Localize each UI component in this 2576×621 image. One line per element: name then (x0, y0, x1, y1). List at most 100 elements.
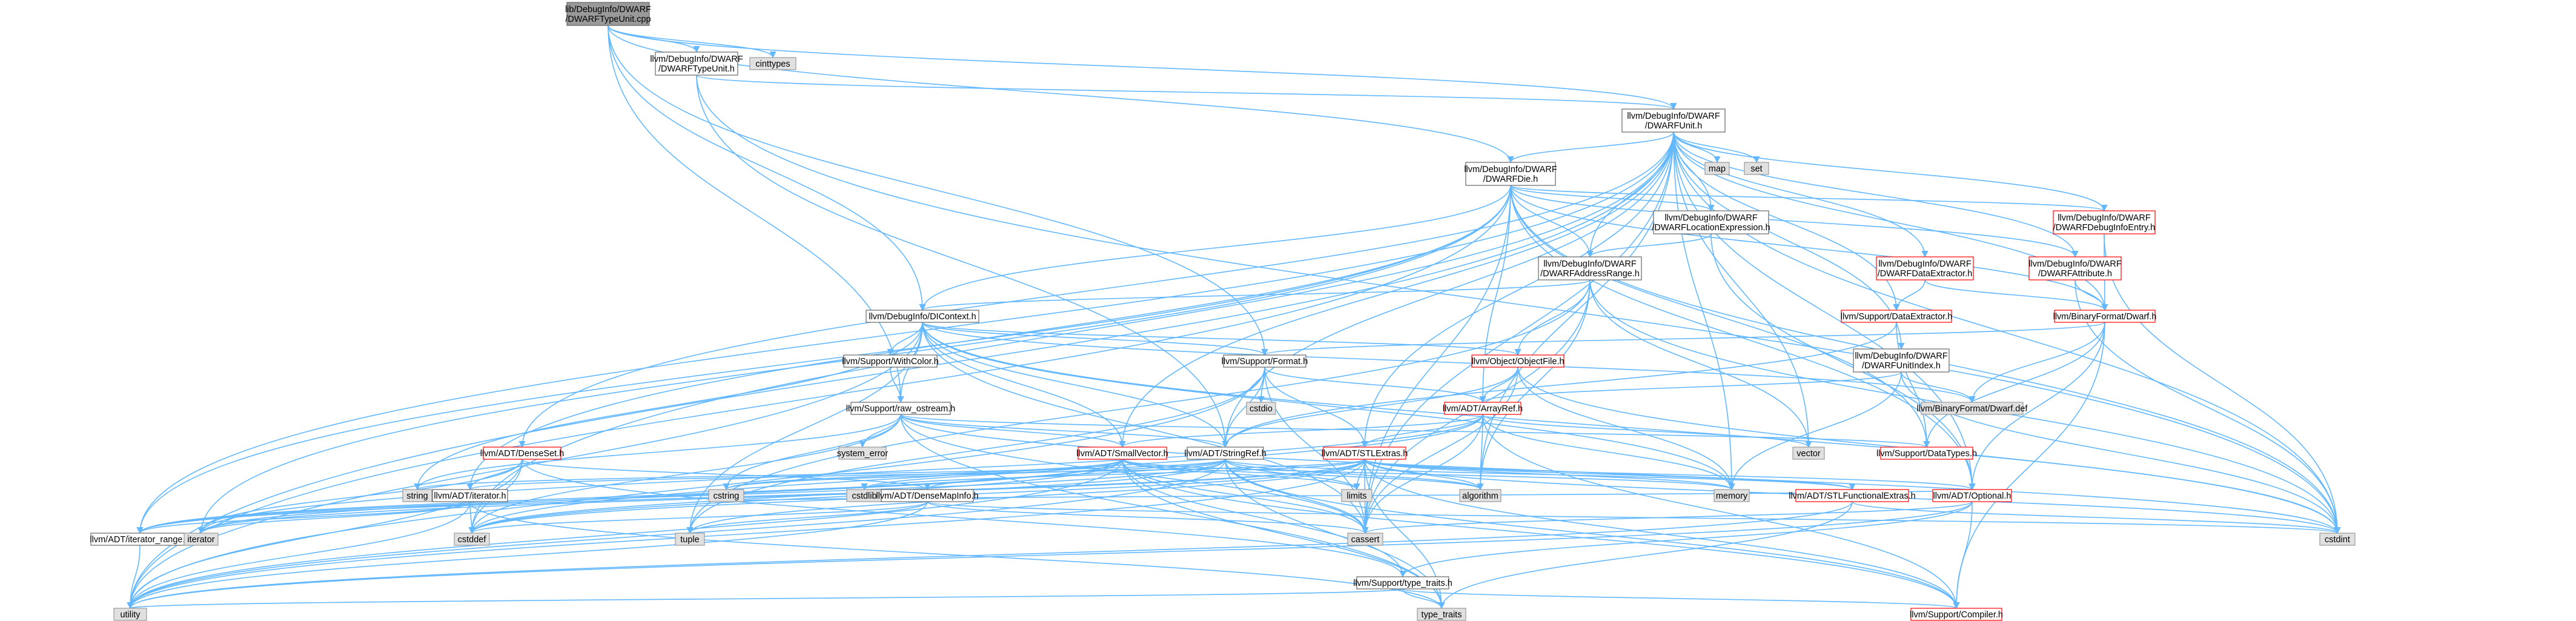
node-box (850, 402, 951, 415)
edge-dwarfh-to-format (1261, 322, 2105, 356)
node-box (708, 489, 744, 502)
node-supportdataextractor[interactable]: llvm/Support/DataExtractor.h (1841, 310, 1953, 323)
node-addrrange[interactable]: llvm/DebugInfo/DWARF/DWARFAddressRange.h (1538, 256, 1642, 281)
node-vector: vector (1792, 447, 1825, 460)
edge-dataextractor_dw-to-supportdataextractor (1893, 279, 1925, 311)
node-label: /DWARFDebugInfoEntry.h (2053, 223, 2155, 233)
edge-stlextras-to-tuple (686, 459, 1365, 534)
node-arrayref[interactable]: llvm/ADT/ArrayRef.h (1443, 402, 1523, 415)
node-adtiterator[interactable]: llvm/ADT/iterator.h (432, 489, 508, 502)
node-label: type_traits (1422, 610, 1462, 620)
node-compiler[interactable]: llvm/Support/Compiler.h (1910, 608, 2003, 621)
edge-supportdataextractor-to-datatypes (1896, 322, 1930, 448)
node-label: llvm/DebugInfo/DWARF (1543, 259, 1637, 269)
edge-typeunit-to-cstdint (696, 75, 2341, 534)
edge-addrrange-to-tuple (686, 279, 1591, 534)
edge-withcolor-to-rawostream (890, 367, 904, 403)
edge-densetset-to-utility (127, 459, 523, 609)
edge-dwarfh-to-datatypes (1923, 322, 2105, 448)
edge-dwarfdie-to-arrayref (1479, 185, 1511, 403)
node-box (1223, 354, 1306, 368)
edge-dwarfunit-to-vector (1673, 131, 1812, 448)
node-box (866, 310, 979, 323)
node-rawostream[interactable]: llvm/Support/raw_ostream.h (846, 402, 956, 415)
node-label: llvm/ADT/ArrayRef.h (1443, 404, 1523, 414)
edge-stlextras-to-utility (127, 459, 1365, 609)
edge-adtiterator-to-cstddef (468, 501, 475, 534)
edge-dwarfdie-to-iteratorrange (136, 185, 1511, 534)
node-label: algorithm (1462, 491, 1498, 501)
node-systemerror: system_error (837, 447, 888, 460)
node-typetraits_h[interactable]: llvm/Support/type_traits.h (1353, 576, 1452, 589)
node-box (1356, 576, 1449, 589)
edge-stringref-to-string (414, 459, 1226, 491)
node-label: llvm/ADT/Optional.h (1933, 491, 2011, 501)
node-root[interactable]: lib/DebugInfo/DWARF/DWARFTypeUnit.cpp (565, 2, 651, 26)
node-attribute[interactable]: llvm/DebugInfo/DWARF/DWARFAttribute.h (2028, 256, 2122, 281)
node-dwarfh[interactable]: llvm/BinaryFormat/Dwarf.h (2053, 310, 2157, 323)
edge-densemapinfo-to-cstdint (927, 501, 2340, 534)
node-unitindex[interactable]: llvm/DebugInfo/DWARF/DWARFUnitIndex.h (1853, 348, 1950, 373)
edge-root-to-dwarfdie (608, 25, 1514, 164)
node-label: llvm/Support/DataExtractor.h (1841, 312, 1953, 322)
edge-optional-to-typetraits_h (1399, 501, 1973, 578)
node-smallvector[interactable]: llvm/ADT/SmallVector.h (1076, 447, 1168, 460)
node-label: llvm/ADT/StringRef.h (1184, 449, 1266, 459)
node-format[interactable]: llvm/Support/Format.h (1222, 354, 1308, 368)
node-label: cstddef (458, 535, 487, 545)
edge-stringref-to-compiler (1225, 459, 1960, 609)
node-label: llvm/DebugInfo/DWARF (1855, 351, 1948, 361)
edge-dwarfunit-to-iteratorrange (136, 131, 1674, 534)
node-label: /DWARFDataExtractor.h (1878, 269, 1973, 279)
node-locexpr[interactable]: llvm/DebugInfo/DWARF/DWARFLocationExpres… (1652, 210, 1770, 234)
edge-attribute-to-cstdint (2074, 279, 2341, 534)
node-box (1653, 210, 1769, 234)
node-utility: utility (113, 608, 147, 621)
node-label: llvm/DebugInfo/DWARF (2058, 213, 2151, 223)
edge-stlextras-to-memory (1364, 459, 1735, 491)
edge-dicontext-to-stringref (922, 322, 1229, 448)
node-stringref[interactable]: llvm/ADT/StringRef.h (1184, 447, 1266, 460)
edge-dwarfdie-to-datatypes (1510, 185, 1930, 448)
edge-dicontext-to-smallvector (922, 322, 1126, 448)
edge-densemapinfo-to-tuple (686, 501, 928, 534)
edge-arrayref-to-vector (1482, 414, 1812, 448)
node-debuginfoentry[interactable]: llvm/DebugInfo/DWARF/DWARFDebugInfoEntry… (2053, 210, 2156, 234)
node-dicontext[interactable]: llvm/DebugInfo/DIContext.h (866, 310, 979, 323)
node-densetset[interactable]: llvm/ADT/DenseSet.h (480, 447, 565, 460)
node-box (1538, 256, 1642, 281)
node-withcolor[interactable]: llvm/Support/WithColor.h (842, 354, 939, 368)
node-box (881, 489, 974, 502)
node-memory: memory (1713, 489, 1750, 502)
node-optional[interactable]: llvm/ADT/Optional.h (1932, 489, 2012, 502)
node-box (1910, 608, 2002, 621)
node-box (566, 2, 650, 26)
node-typeunit[interactable]: llvm/DebugInfo/DWARF/DWARFTypeUnit.h (650, 51, 743, 76)
node-label: llvm/DebugInfo/DIContext.h (869, 312, 976, 322)
node-label: /DWARFTypeUnit.cpp (565, 15, 651, 24)
node-box (1795, 489, 1909, 502)
edge-rawostream-to-stringref (900, 414, 1229, 448)
node-dwarfdie[interactable]: llvm/DebugInfo/DWARF/DWARFDie.h (1464, 162, 1557, 186)
node-label: tuple (680, 535, 699, 545)
edge-densetset-to-densemapinfo (521, 459, 931, 491)
node-cstddef: cstddef (454, 533, 490, 546)
edge-dwarfdie-to-attribute (1510, 185, 2079, 258)
node-stlextras[interactable]: llvm/ADT/STLExtras.h (1322, 447, 1408, 460)
node-datatypes[interactable]: llvm/Support/DataTypes.h (1876, 447, 1977, 460)
node-label: llvm/BinaryFormat/Dwarf.def (1917, 404, 2028, 414)
node-label: llvm/Support/WithColor.h (842, 357, 939, 367)
node-dwarfunit[interactable]: llvm/DebugInfo/DWARF/DWARFUnit.h (1621, 108, 1726, 133)
node-iteratorrange[interactable]: llvm/ADT/iterator_range.h (90, 533, 190, 546)
node-dataextractor_dw[interactable]: llvm/DebugInfo/DWARF/DWARFDataExtractor.… (1876, 256, 1974, 281)
node-densemapinfo[interactable]: llvm/ADT/DenseMapInfo.h (876, 489, 979, 502)
edge-dicontext-to-format (922, 322, 1268, 356)
node-box (1932, 489, 2012, 502)
node-stlfunctional[interactable]: llvm/ADT/STLFunctionalExtras.h (1789, 489, 1916, 502)
node-label: utility (120, 610, 141, 620)
node-box (675, 533, 705, 546)
node-label: llvm/ADT/SmallVector.h (1076, 449, 1168, 459)
edge-densemapinfo-to-utility (127, 501, 928, 609)
node-box (483, 447, 561, 460)
node-objectfile[interactable]: llvm/Object/ObjectFile.h (1471, 354, 1564, 368)
